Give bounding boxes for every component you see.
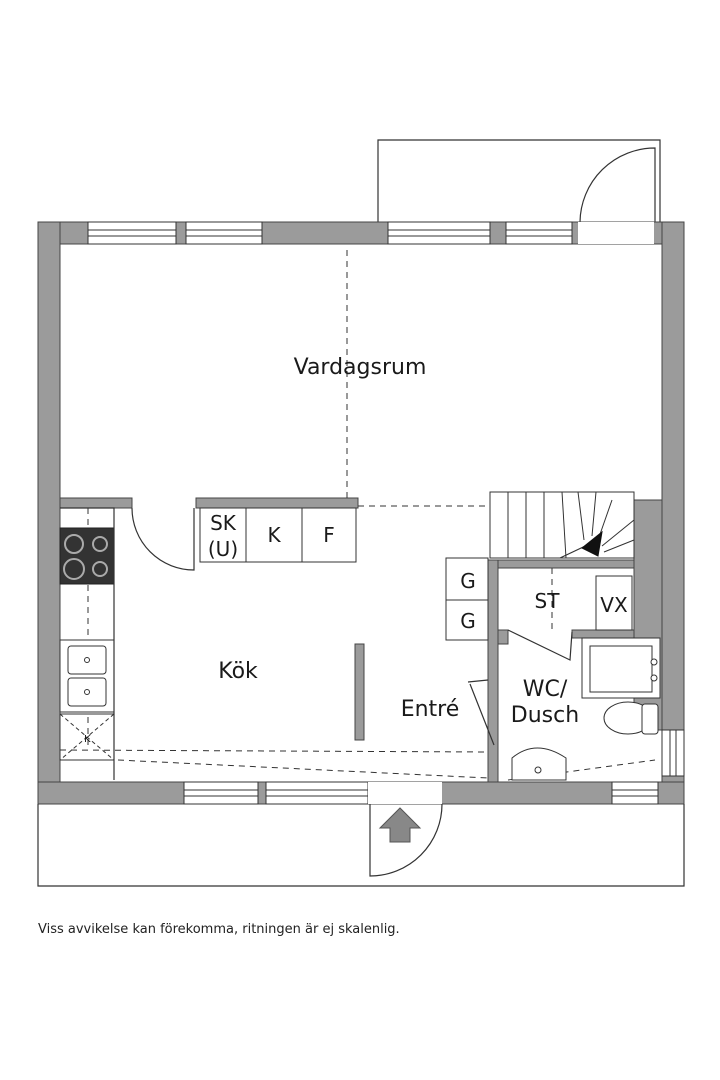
vx-box [595,575,633,631]
wardrobes [199,507,357,563]
window-right [661,729,685,777]
bathroom-door[interactable] [467,679,495,746]
room-kok: Kök [218,659,258,684]
stove [59,527,115,585]
st-label: ST [535,589,561,613]
g2-label: G [460,609,476,633]
room-wc-line2: Dusch [511,703,579,728]
sk-u-label: (U) [208,537,238,561]
kitchen-sink [59,639,115,713]
staircase [489,491,635,559]
balcony-outline [377,139,661,222]
terrace-outline [37,804,685,887]
windows-bottom [183,781,659,805]
vx-label: VX [600,593,628,617]
shower [581,637,661,699]
kitchen-counter [60,507,115,780]
sk-label: SK [210,511,237,535]
dishwasher-label: K [84,734,91,745]
entrance-door[interactable] [369,803,443,877]
toilet [603,701,659,735]
entrance-arrow-icon [378,807,422,843]
entry-closets [445,557,489,641]
room-wc-line1: WC/ [523,677,568,702]
k-label: K [267,523,281,547]
disclaimer-text: Viss avvikelse kan förekomma, ritningen … [38,922,400,937]
kitchen-door[interactable] [131,507,195,571]
windows-top [87,221,654,245]
room-vardagsrum: Vardagsrum [294,355,427,380]
f-label: F [323,523,335,547]
balcony-door [579,147,656,223]
interior-walls [59,497,635,783]
bathroom-sink [511,747,567,781]
g1-label: G [460,569,476,593]
storage-door[interactable] [507,629,573,661]
room-entre: Entré [401,697,460,722]
